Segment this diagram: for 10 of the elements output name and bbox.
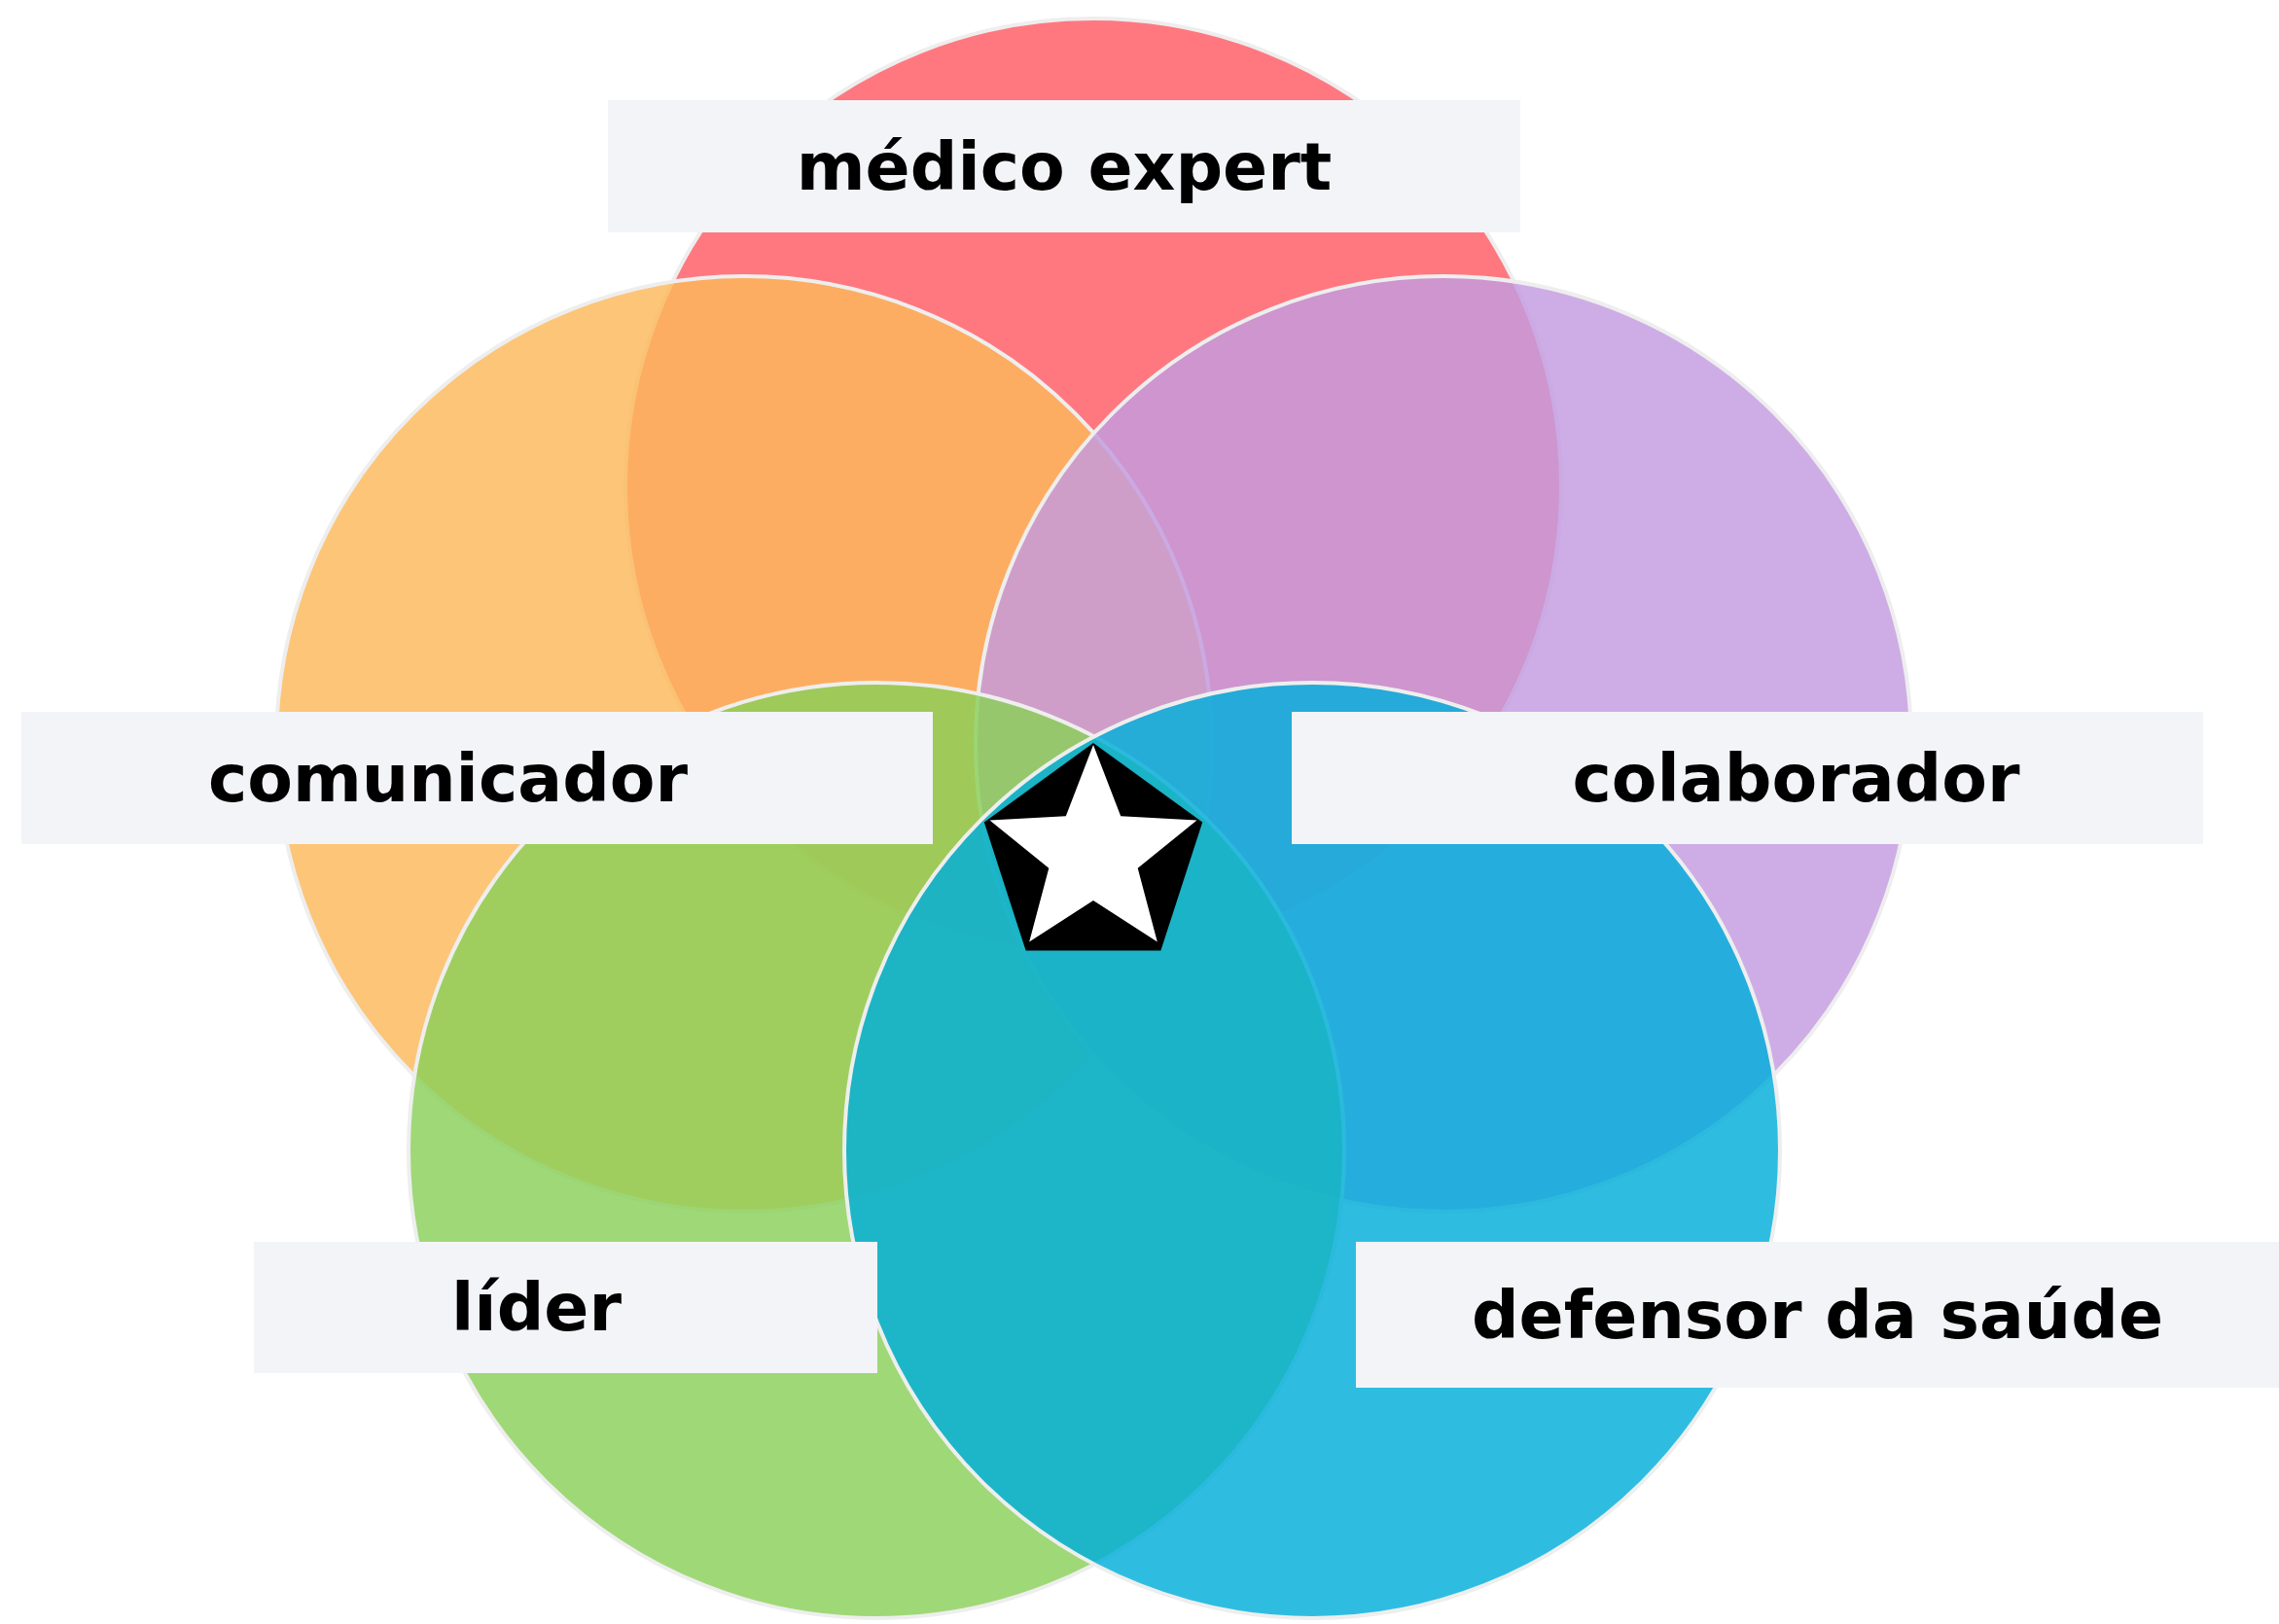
role-label: comunicador — [207, 739, 689, 817]
label-box — [254, 1242, 877, 1373]
role-label: líder — [451, 1269, 622, 1346]
role-label: médico expert — [796, 127, 1333, 205]
role-label: colaborador — [1572, 739, 2020, 817]
label-box — [1292, 712, 2203, 844]
label-box — [608, 100, 1520, 232]
label-box — [21, 712, 933, 844]
role-label: defensor da saúde — [1471, 1276, 2164, 1354]
label-box — [1356, 1242, 2279, 1388]
